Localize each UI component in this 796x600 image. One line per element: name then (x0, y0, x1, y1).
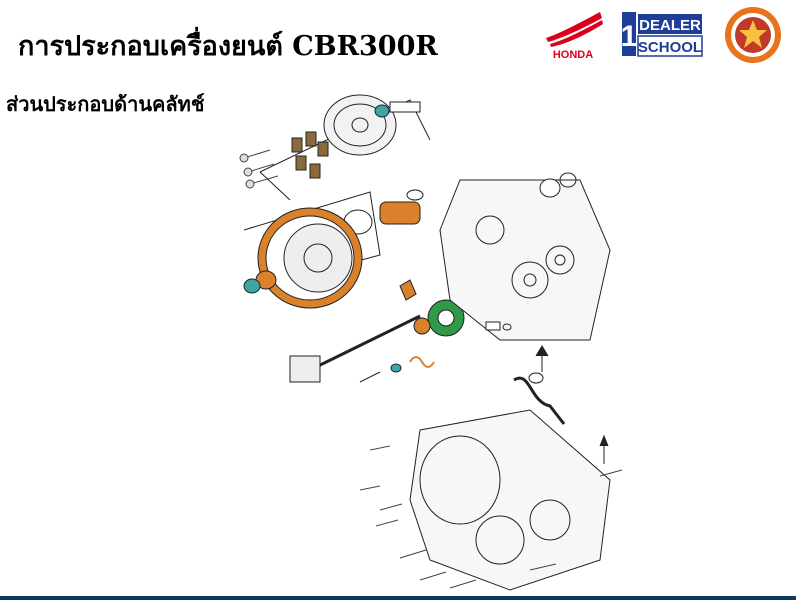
institution-seal-icon (725, 7, 781, 63)
footer-bar (0, 596, 796, 600)
honda-wordmark: HONDA (553, 49, 593, 60)
dealer-word: DEALER (639, 17, 701, 34)
clutch-exploded-diagram (239, 94, 623, 591)
crankcase-right (439, 179, 611, 341)
dealer-school-logo: 1 DEALER SCHOOL (622, 12, 703, 57)
school-word: SCHOOL (638, 39, 702, 56)
honda-logo: HONDA (546, 12, 603, 60)
primary-gear (427, 299, 465, 337)
clutch-cover (409, 409, 611, 591)
dealer-number: 1 (622, 20, 637, 53)
page-title: การประกอบเครื่องยนต์ CBR300R (18, 31, 438, 62)
clutch-basket (257, 207, 363, 309)
section-subtitle: ส่วนประกอบด้านคลัทช์ (6, 92, 205, 116)
pressure-plate (323, 94, 397, 156)
